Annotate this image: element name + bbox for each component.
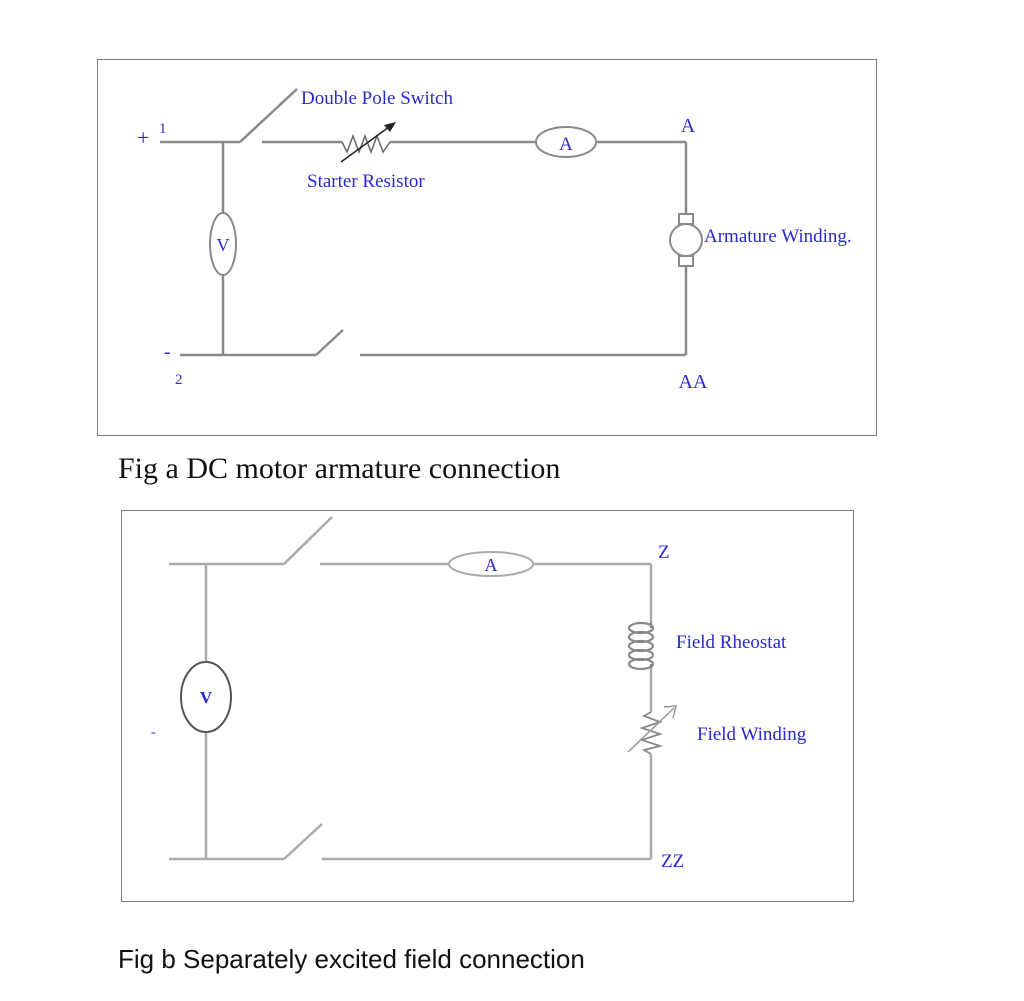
field-coil-label: Field Rheostat — [676, 632, 787, 653]
field-coil-symbol — [627, 621, 655, 671]
fig-a-plus-sign: + — [137, 125, 149, 150]
fig-a-bottom-switch-blade — [315, 329, 344, 356]
fig-a-terminal-AA: AA — [679, 371, 708, 393]
fig-b-minus-sign: - — [151, 725, 156, 740]
figure-a-circuit — [160, 88, 688, 357]
fig-a-minus-sign: - — [164, 341, 171, 363]
fig-a-ammeter-symbol: A — [535, 126, 597, 158]
fig-b-voltmeter-label: V — [200, 688, 213, 707]
starter-resistor-symbol — [340, 122, 396, 163]
figure-b-caption: Fig b Separately excited field connectio… — [118, 944, 585, 974]
fig-a-terminal-2: 2 — [175, 372, 183, 388]
armature-winding-symbol — [669, 213, 703, 267]
fig-a-top-switch-blade — [239, 88, 298, 143]
field-rheostat-symbol — [627, 705, 677, 755]
fig-b-top-switch-blade — [283, 516, 333, 565]
starter-resistor-label: Starter Resistor — [307, 171, 425, 192]
field-rheostat-label: Field Winding — [697, 724, 807, 745]
fig-a-ammeter-label: A — [559, 134, 573, 155]
fig-b-terminal-ZZ: ZZ — [661, 851, 684, 872]
double-pole-switch-label: Double Pole Switch — [301, 88, 453, 109]
fig-b-ammeter-symbol: A — [448, 551, 534, 577]
fig-a-terminal-A: A — [681, 115, 696, 137]
fig-b-bottom-switch-blade — [283, 823, 323, 860]
armature-winding-label: Armature Winding. — [704, 226, 852, 247]
figure-b-circuit — [169, 516, 653, 861]
fig-a-terminal-1: 1 — [159, 121, 167, 137]
fig-a-voltmeter-label: V — [217, 235, 230, 255]
figure-a-caption: Fig a DC motor armature connection — [118, 452, 561, 485]
fig-a-voltmeter-symbol: V — [209, 212, 237, 276]
fig-b-terminal-Z: Z — [658, 542, 670, 563]
fig-b-voltmeter-symbol: V — [180, 661, 232, 733]
fig-b-ammeter-label: A — [485, 555, 498, 575]
